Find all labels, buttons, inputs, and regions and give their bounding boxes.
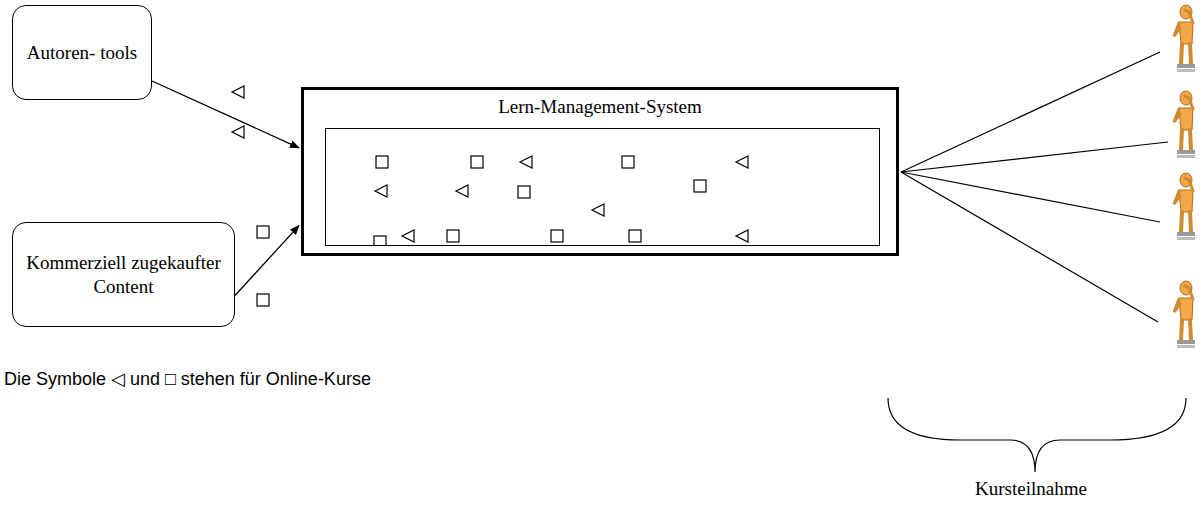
course-symbol	[694, 180, 706, 192]
course-symbol	[376, 156, 388, 168]
group-label: Kursteilnahme	[975, 478, 1087, 500]
course-symbol	[257, 294, 269, 306]
flow-arrow	[235, 226, 299, 296]
course-symbol	[736, 156, 748, 168]
course-symbol	[629, 230, 641, 242]
participant-figure	[1174, 173, 1195, 240]
course-container	[325, 128, 880, 246]
course-symbol	[551, 230, 563, 242]
course-symbol	[592, 204, 604, 216]
course-symbol	[622, 156, 634, 168]
course-symbol	[232, 86, 244, 98]
course-symbol	[447, 230, 459, 242]
box-text: Autoren- tools	[27, 41, 137, 64]
course-symbol	[471, 156, 483, 168]
legend-note: Die Symbole ◁ und □ stehen für Online-Ku…	[4, 368, 371, 390]
system-title: Lern-Management-System	[494, 96, 706, 119]
flow-arrow	[152, 81, 299, 148]
text-group: Autoren- tools	[27, 41, 137, 64]
text-group: Kommerziell zugekaufter Content	[21, 251, 226, 297]
course-symbol	[518, 186, 530, 198]
source-box: Kommerziell zugekaufter Content	[12, 222, 235, 327]
course-symbol	[736, 230, 748, 242]
source-box: Autoren- tools	[12, 5, 152, 100]
course-symbol	[374, 236, 386, 246]
course-symbol	[375, 185, 387, 197]
course-symbols	[325, 128, 880, 246]
course-symbol	[232, 126, 244, 138]
course-symbol	[257, 226, 269, 238]
system-box: Lern-Management-System	[301, 87, 899, 256]
course-symbol	[456, 185, 468, 197]
course-symbol	[402, 230, 414, 242]
participant-figure	[1174, 5, 1195, 72]
course-symbol	[520, 156, 532, 168]
box-text: Kommerziell zugekaufter Content	[21, 251, 226, 297]
curly-bracket	[888, 398, 1186, 472]
participant-figure	[1174, 91, 1195, 158]
participant-lines	[901, 52, 1168, 322]
participant-figure	[1174, 281, 1195, 348]
